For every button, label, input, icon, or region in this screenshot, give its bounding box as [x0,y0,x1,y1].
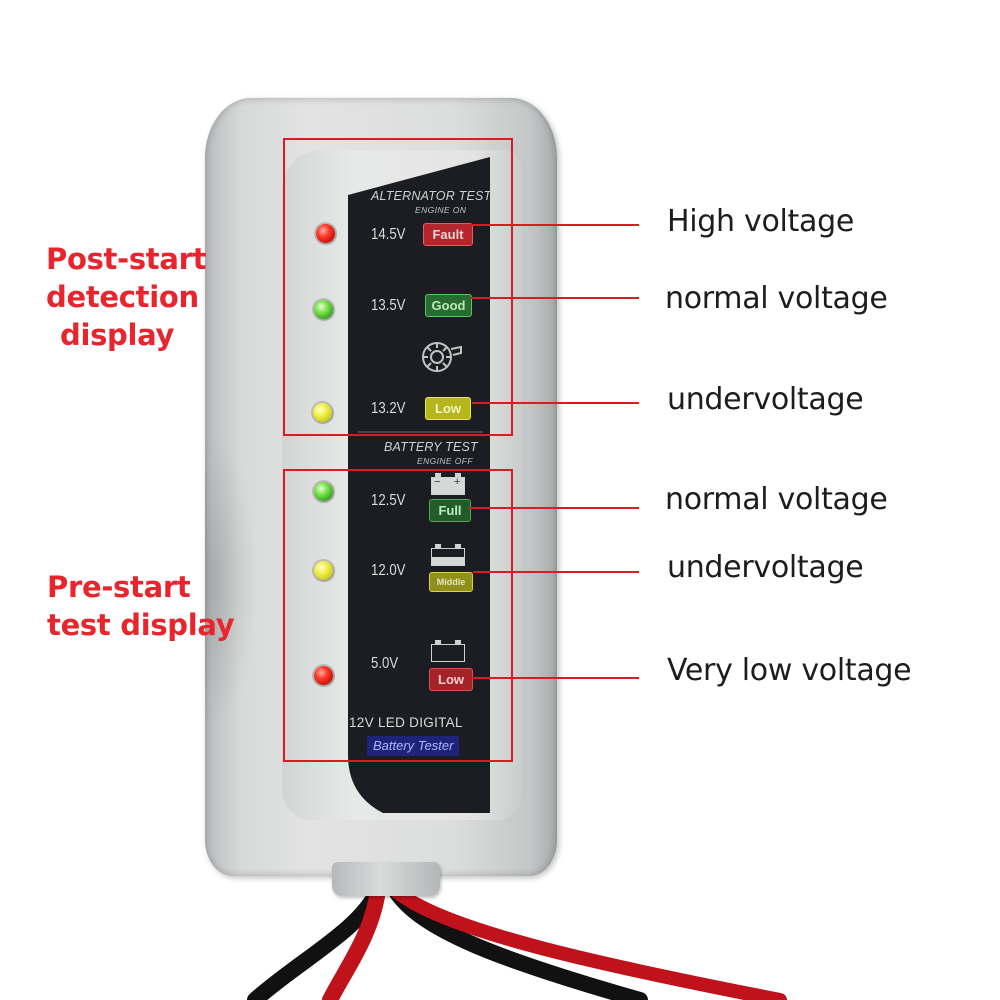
led-row-6 [314,666,333,685]
led-row-2 [314,300,333,319]
callout-label-1: High voltage [667,204,854,239]
label-panel: ALTERNATOR TEST ENGINE ON 14.5V Fault 13… [343,155,493,815]
callout-line-3 [472,402,639,404]
fault-badge: Fault [423,223,473,246]
pre-start-label: Pre-start test display [47,568,235,644]
voltage-12-5: 12.5V [371,492,406,509]
good-badge: Good [425,294,472,317]
callout-label-5: undervoltage [667,550,864,585]
tester-grip [205,430,257,730]
low-badge-battery: Low [429,668,473,691]
callout-line-2 [471,297,639,299]
post-start-highlight-box [283,138,513,436]
led-row-3 [313,403,332,422]
led-row-5 [314,561,333,580]
battery-test-title: BATTERY TEST [384,440,478,454]
callout-label-2: normal voltage [665,281,888,316]
battery-test-subtitle: ENGINE OFF [417,456,473,466]
led-row-4 [314,482,333,501]
brand-line-2: Battery Tester [367,736,460,756]
callout-line-6 [471,677,639,679]
battery-minus-sign: − [434,476,441,488]
voltage-13-2: 13.2V [371,400,406,417]
tester-neck [332,862,440,896]
pre-start-label-line-1: Pre-start [47,570,191,604]
voltage-12-0: 12.0V [371,562,406,579]
callout-line-4 [469,507,639,509]
callout-line-5 [473,571,639,573]
callout-label-3: undervoltage [667,382,864,417]
battery-full-icon: − + [431,473,467,495]
post-start-label-line-2: detection [46,280,199,314]
voltage-14-5: 14.5V [371,226,406,243]
battery-middle-icon [431,544,467,566]
voltage-5-0: 5.0V [371,655,399,672]
battery-plus-sign: + [454,476,461,488]
callout-label-4: normal voltage [665,482,888,517]
battery-low-icon [431,640,467,662]
alternator-test-subtitle: ENGINE ON [415,205,467,215]
full-badge: Full [429,499,471,522]
voltage-13-5: 13.5V [371,297,406,314]
pre-start-label-line-2: test display [47,608,235,642]
low-badge-alternator: Low [425,397,471,420]
brand-line-1: 12V LED DIGITAL [349,715,463,730]
middle-badge: Middle [429,572,473,592]
led-row-1 [316,224,335,243]
post-start-label-line-3: display [60,318,175,352]
callout-label-6: Very low voltage [667,653,912,688]
post-start-label: Post-start detection display [46,240,207,354]
alternator-test-title: ALTERNATOR TEST [371,189,492,203]
post-start-label-line-1: Post-start [46,242,207,276]
callout-line-1 [467,224,639,226]
alternator-icon [422,342,462,372]
pre-start-highlight-box [283,469,513,762]
label-panel-shape [348,157,490,813]
